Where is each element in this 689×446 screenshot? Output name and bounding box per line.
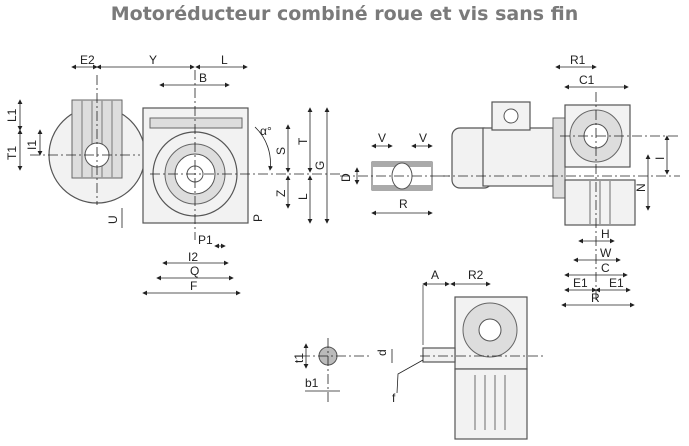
dim-label-C: C: [601, 261, 610, 275]
output-shaft-view: A R2 t1 d b1 f: [292, 268, 545, 440]
dim-label-A: A: [431, 268, 439, 282]
dim-label-b1: b1: [305, 376, 319, 390]
dim-label-W: W: [600, 246, 612, 260]
hollow-shaft-section: V V D R: [339, 131, 450, 216]
dim-label-R-motor: R: [591, 291, 600, 305]
dim-label-T1: T1: [5, 146, 19, 160]
dim-label-V-right: V: [419, 131, 427, 145]
dim-label-E1-right: E1: [609, 276, 624, 290]
dim-label-S: S: [274, 147, 288, 155]
dim-label-B: B: [199, 71, 207, 85]
dim-label-L1: L1: [5, 108, 19, 122]
page-title: Motoréducteur combiné roue et vis sans f…: [110, 3, 579, 25]
dim-label-E1-left: E1: [573, 276, 588, 290]
dim-label-L-side: L: [296, 193, 310, 200]
dim-label-H: H: [601, 227, 610, 241]
dim-label-R1: R1: [570, 53, 586, 67]
dim-label-Y: Y: [149, 53, 157, 67]
dim-label-P1: P1: [198, 233, 213, 247]
dim-label-U: U: [106, 215, 120, 224]
dim-label-Z: Z: [274, 190, 288, 197]
dim-label-R2: R2: [468, 268, 484, 282]
dim-label-I2: I2: [188, 250, 198, 264]
motor-view: R1 C1 I N H W C E1 E1 R: [440, 53, 680, 308]
dim-label-R: R: [399, 197, 408, 211]
dim-label-V-left: V: [378, 131, 386, 145]
motor-body: [482, 127, 554, 187]
dim-label-F: F: [190, 279, 197, 293]
dim-label-C1: C1: [579, 73, 595, 87]
dim-label-D: D: [339, 173, 353, 182]
dim-label-f: f: [392, 391, 396, 405]
terminal-box: [491, 101, 531, 131]
dim-label-Q: Q: [190, 264, 199, 278]
dim-label-G: G: [313, 161, 327, 170]
dim-label-d: d: [375, 349, 389, 356]
dim-label-T: T: [296, 137, 310, 145]
front-view: E2 Y L B L1 T1 I1 S T G Z L P U α° P1 I2…: [5, 53, 340, 296]
dim-label-N: N: [634, 183, 648, 192]
dim-label-t1: t1: [292, 353, 306, 363]
worm-housing-small: [454, 368, 528, 440]
dim-label-I1: I1: [25, 140, 39, 150]
dim-label-E2: E2: [80, 53, 95, 67]
dim-label-P: P: [251, 214, 265, 222]
dim-label-alpha: α°: [260, 124, 272, 138]
output-shaft: [422, 347, 456, 363]
dim-label-L-top: L: [221, 53, 228, 67]
dim-label-I: I: [653, 157, 667, 160]
